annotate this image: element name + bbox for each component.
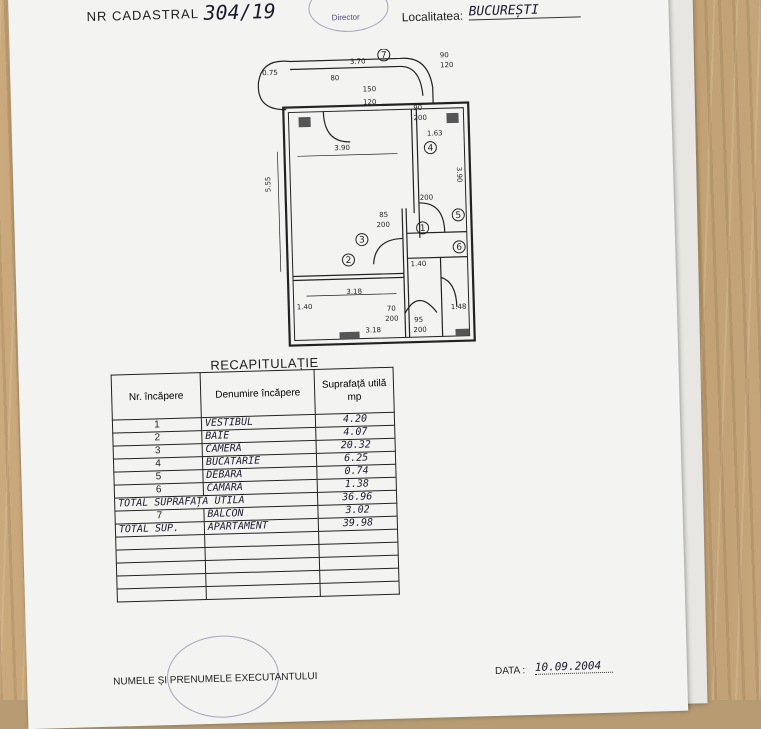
svg-text:3.90: 3.90 [455, 167, 463, 183]
localitate-label: Localitatea: [401, 8, 464, 25]
svg-text:3.70: 3.70 [350, 57, 366, 65]
header-denumire: Denumire încăpere [199, 369, 316, 418]
svg-text:5: 5 [455, 211, 461, 221]
official-stamp: Director [307, 0, 390, 33]
svg-text:1.40: 1.40 [297, 303, 313, 311]
svg-text:120: 120 [440, 61, 454, 69]
svg-text:95: 95 [414, 316, 423, 324]
stamp-text: Director [331, 12, 360, 23]
svg-text:3.18: 3.18 [365, 326, 381, 334]
header-nr: Nr. încăpere [111, 372, 202, 421]
svg-text:1.63: 1.63 [427, 129, 443, 137]
header-suprafata: Suprafață utilă mp [314, 367, 395, 415]
svg-text:4: 4 [427, 144, 433, 154]
svg-text:200: 200 [413, 326, 427, 334]
localitate-value: BUCUREȘTI [468, 1, 581, 21]
svg-text:6: 6 [456, 243, 462, 253]
svg-text:3.90: 3.90 [334, 144, 350, 152]
svg-text:2: 2 [346, 256, 352, 266]
svg-text:1.40: 1.40 [411, 260, 427, 268]
svg-text:7: 7 [381, 51, 387, 61]
floor-plan-drawing: 3 4 1 2 5 6 7 3.70 0.75 90 120 150 120 8… [257, 48, 476, 347]
svg-text:1: 1 [420, 224, 426, 234]
svg-text:200: 200 [413, 114, 427, 122]
nr-cadastral-label: NR CADASTRAL [86, 6, 200, 25]
svg-text:1.48: 1.48 [451, 303, 467, 311]
svg-text:3.18: 3.18 [346, 288, 362, 296]
svg-text:0.75: 0.75 [262, 69, 278, 77]
data-label: DATA : [494, 665, 526, 678]
data-value: 10.09.2004 [534, 658, 614, 675]
svg-text:200: 200 [385, 315, 399, 323]
cadastral-document-page: NR CADASTRAL 304/19 Director Localitatea… [7, 0, 689, 729]
svg-text:70: 70 [387, 305, 396, 313]
svg-text:85: 85 [379, 211, 388, 219]
svg-text:90: 90 [413, 104, 422, 112]
svg-text:80: 80 [330, 74, 339, 82]
svg-text:120: 120 [363, 98, 377, 106]
svg-text:150: 150 [363, 85, 377, 93]
svg-text:5.55: 5.55 [264, 176, 272, 192]
nr-cadastral-value: 304/19 [203, 0, 277, 25]
svg-text:200: 200 [376, 221, 390, 229]
svg-text:90: 90 [440, 51, 449, 59]
recap-table: Nr. încăpere Denumire încăpere Suprafață… [111, 367, 400, 603]
recap-header-row: Nr. încăpere Denumire încăpere Suprafață… [111, 367, 395, 421]
svg-text:200: 200 [420, 194, 434, 202]
svg-text:3: 3 [359, 235, 365, 245]
